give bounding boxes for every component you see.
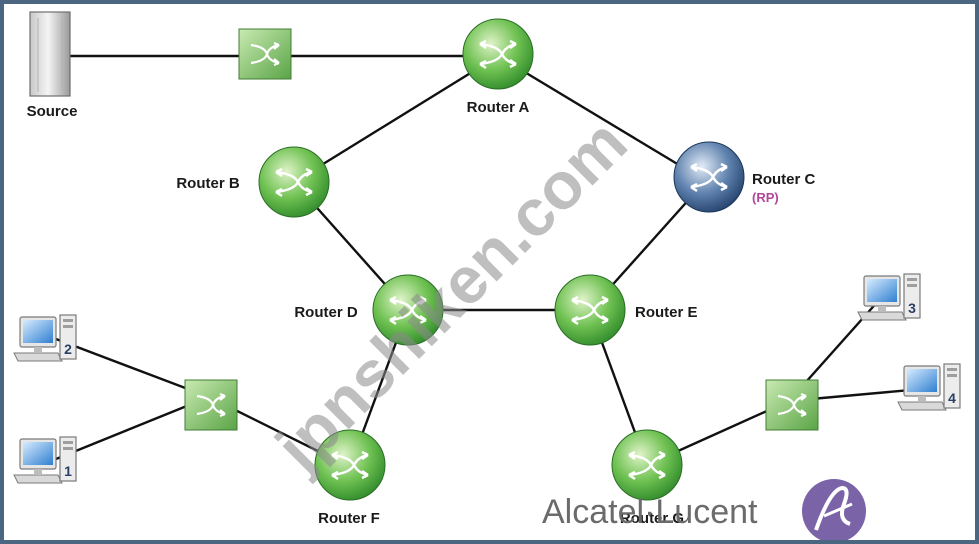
host-2: 2 <box>13 314 77 362</box>
router-icon <box>372 274 444 346</box>
brand-logo: Alcatel·Lucent <box>542 479 866 540</box>
switch-right <box>765 379 819 431</box>
router-f-label: Router F <box>318 510 380 527</box>
router-icon <box>314 429 386 501</box>
router-g: Router G <box>611 429 684 527</box>
switch-icon <box>238 28 292 80</box>
switch-icon <box>184 379 238 431</box>
router-icon <box>258 146 330 218</box>
network-topology: Source Router A Router B R <box>13 11 961 540</box>
router-icon <box>554 274 626 346</box>
router-d-label: Router D <box>294 304 358 321</box>
router-e-label: Router E <box>635 304 698 321</box>
link-host-1-switch-left <box>55 395 210 461</box>
router-g-label: Router G <box>620 510 684 527</box>
router-c: Router C (RP) <box>673 141 816 213</box>
source-server: Source <box>27 11 78 120</box>
brand-text: Alcatel·Lucent <box>542 493 758 531</box>
router-icon <box>673 141 745 213</box>
host-3-number: 3 <box>908 300 916 316</box>
router-b: Router B <box>176 146 330 218</box>
router-icon <box>462 18 534 90</box>
router-e: Router E <box>554 274 698 346</box>
alcatel-lucent-logo-icon <box>802 479 866 540</box>
router-a: Router A <box>462 18 534 116</box>
link-router-a-router-c <box>497 54 700 179</box>
router-b-label: Router B <box>176 175 240 192</box>
router-c-label: Router C <box>752 171 816 188</box>
router-f: Router F <box>314 429 386 527</box>
host-1: 1 <box>13 436 77 484</box>
server-icon <box>29 11 71 97</box>
source-label: Source <box>27 103 78 120</box>
host-2-number: 2 <box>64 341 72 357</box>
host-4-number: 4 <box>948 390 956 406</box>
switch-icon <box>765 379 819 431</box>
switch-left <box>184 379 238 431</box>
router-d: Router D <box>294 274 444 346</box>
switch-top <box>238 28 292 80</box>
link-router-a-router-b <box>293 54 499 184</box>
host-4: 4 <box>897 363 961 411</box>
link-host-2-switch-left <box>55 337 210 399</box>
router-a-label: Router A <box>467 99 530 116</box>
router-c-rp-label: (RP) <box>752 190 779 205</box>
host-3: 3 <box>857 273 921 321</box>
host-1-number: 1 <box>64 463 72 479</box>
router-icon <box>611 429 683 501</box>
